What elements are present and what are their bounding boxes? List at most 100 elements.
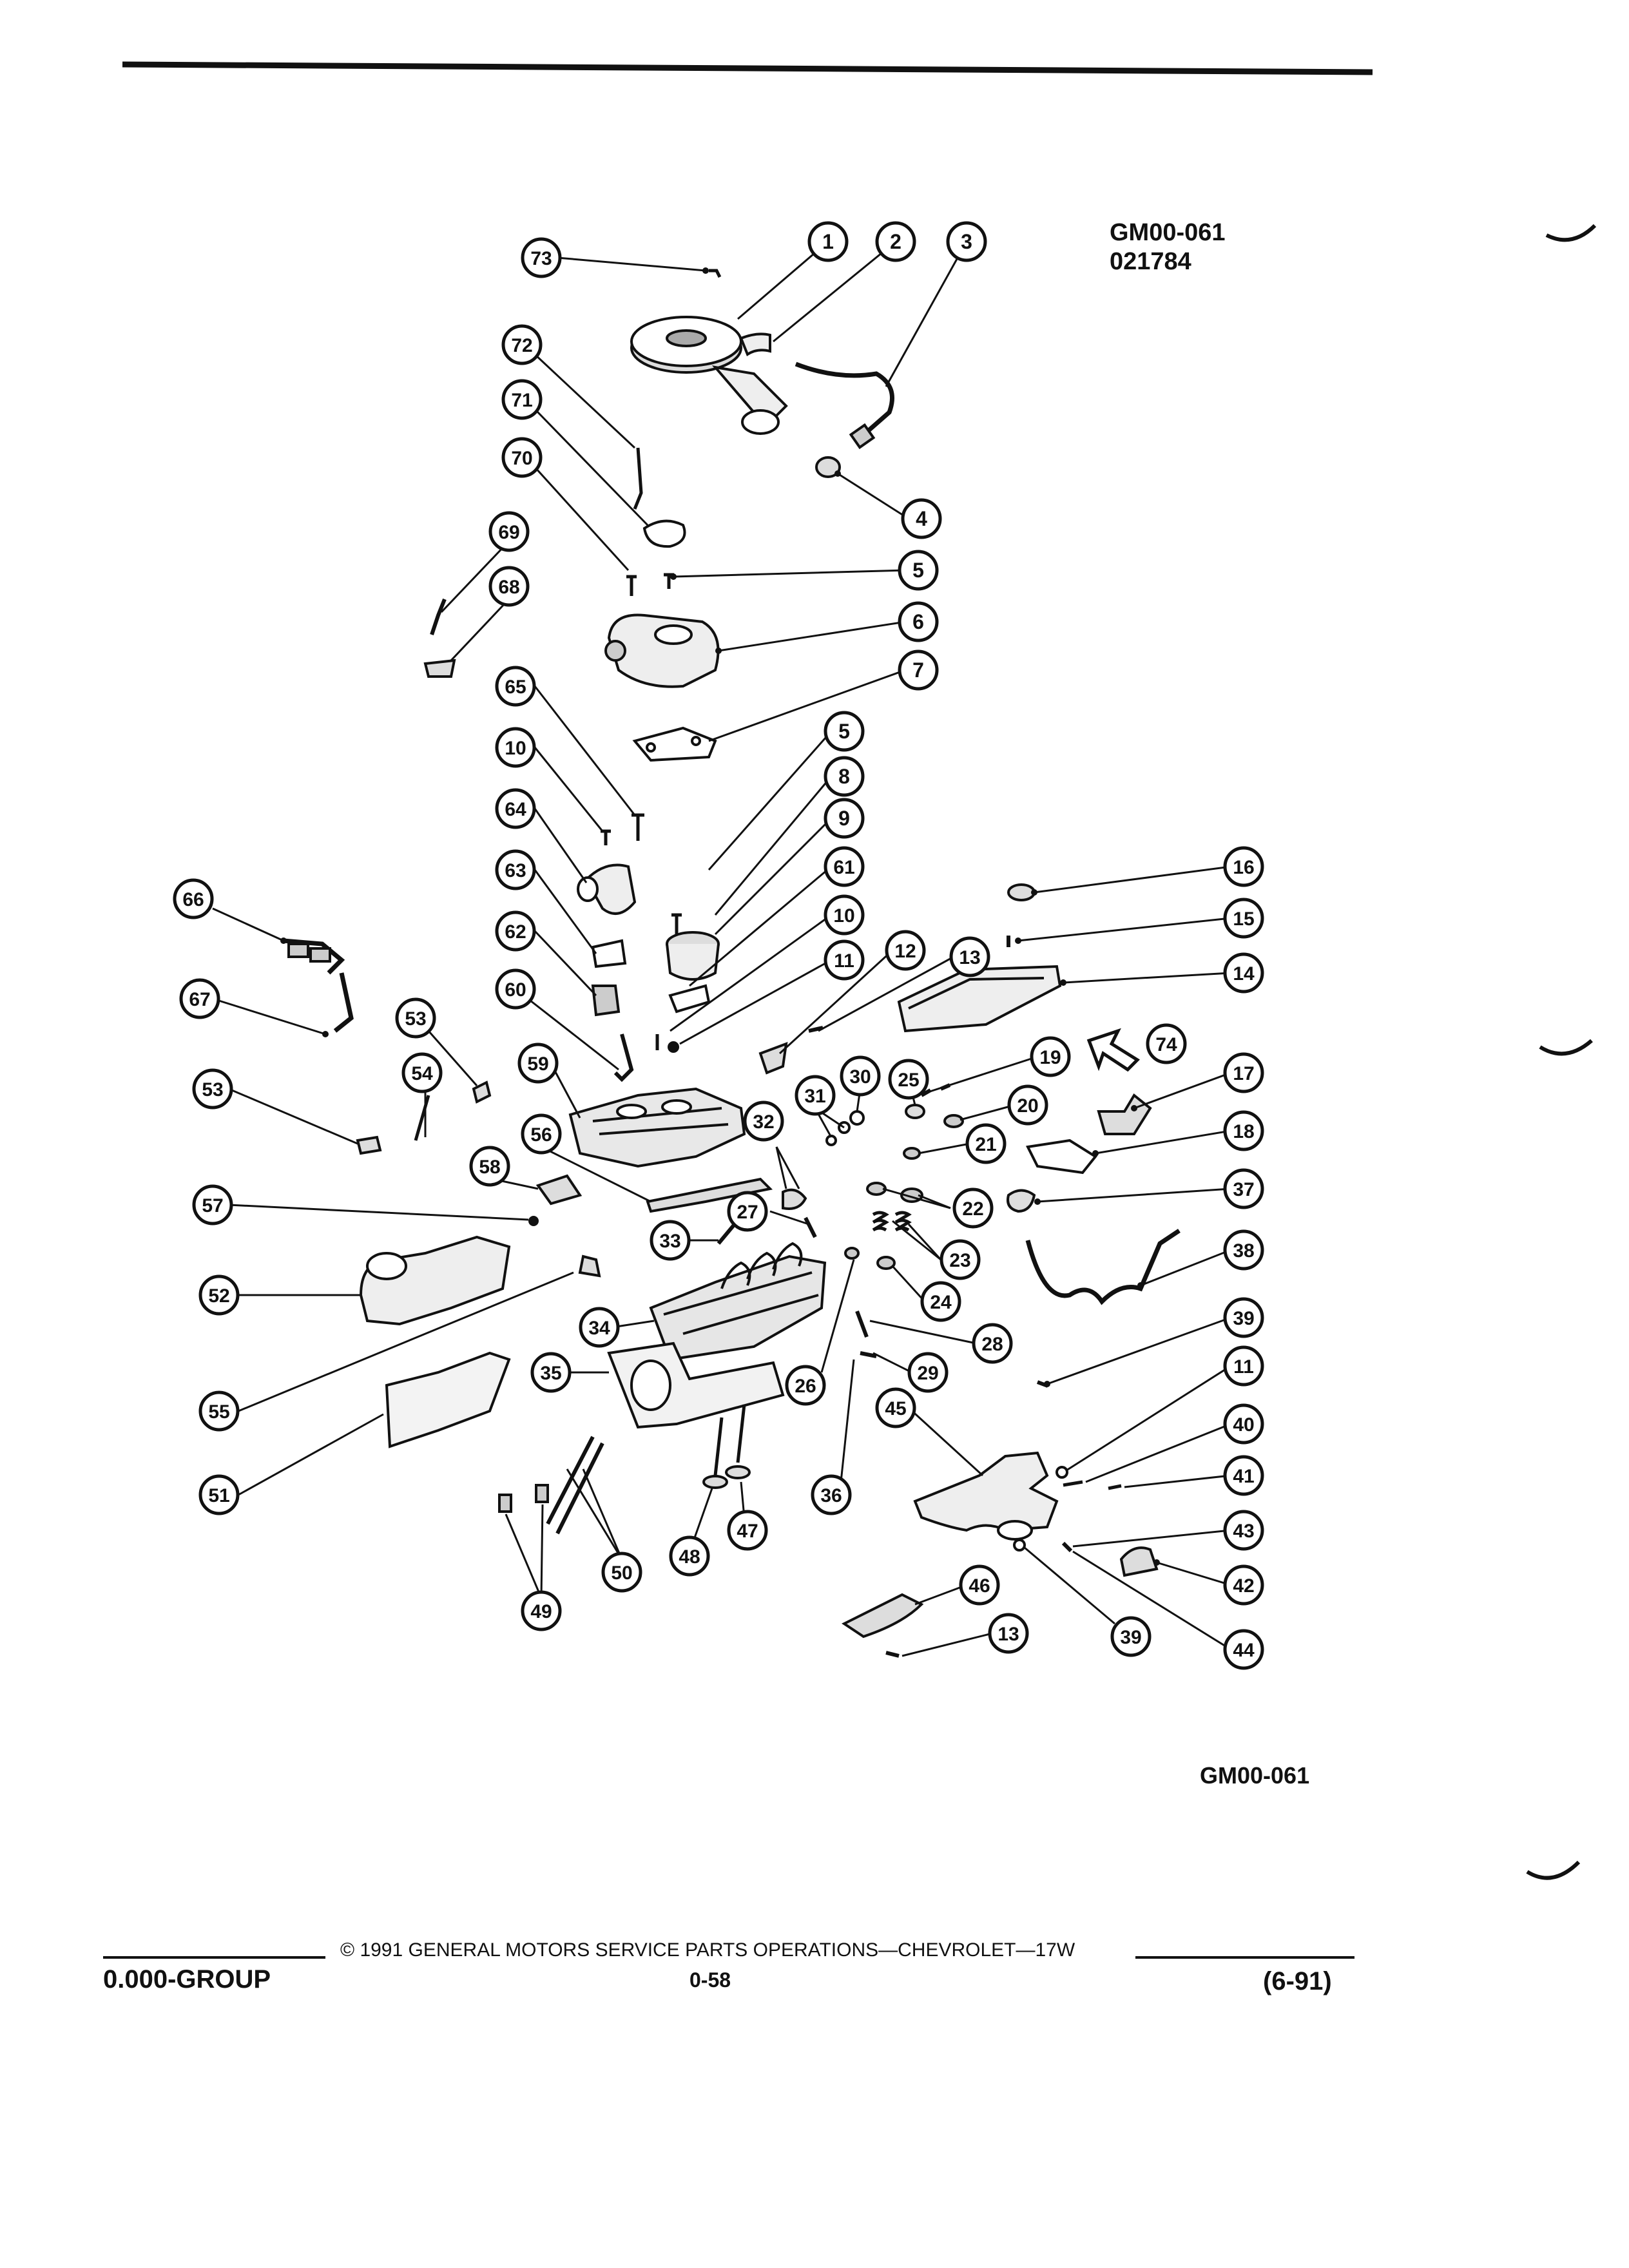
callout-number: 11	[834, 950, 854, 972]
callout-53: 53	[395, 997, 436, 1039]
callout-circle	[952, 1187, 994, 1229]
callout-63: 63	[495, 849, 536, 890]
callout-number: 60	[505, 979, 526, 1001]
callout-circle	[650, 1220, 691, 1261]
callout-number: 62	[505, 921, 526, 943]
callout-25: 25	[888, 1059, 929, 1100]
callout-circle	[824, 756, 865, 797]
callout-number: 38	[1233, 1240, 1254, 1262]
callout-number: 55	[208, 1401, 229, 1423]
callout-number: 5	[838, 720, 850, 743]
callout-72: 72	[501, 324, 543, 365]
callout-11: 11	[824, 939, 865, 981]
callout-circle	[198, 1274, 240, 1316]
callout-number: 18	[1233, 1121, 1254, 1142]
callout-circle	[198, 1474, 240, 1515]
callout-circle	[1030, 1036, 1071, 1077]
callout-circle	[875, 221, 916, 262]
callout-40: 40	[1223, 1403, 1264, 1445]
callout-51: 51	[198, 1474, 240, 1515]
callout-number: 70	[511, 448, 532, 469]
footer-rule-right	[1135, 1956, 1354, 1959]
callout-circle	[179, 978, 220, 1019]
callout-number: 67	[189, 989, 210, 1010]
callout-65: 65	[495, 666, 536, 707]
callout-circle	[965, 1123, 1007, 1164]
part-shapes	[283, 269, 1181, 1658]
callout-49: 49	[521, 1590, 562, 1631]
callout-number: 32	[753, 1111, 774, 1133]
callout-number: 36	[820, 1485, 842, 1506]
callout-number: 12	[894, 941, 916, 962]
callout-circle	[530, 1352, 572, 1393]
callout-69: 69	[488, 511, 530, 552]
callout-52: 52	[198, 1274, 240, 1316]
figure-code: GM00-061	[1200, 1762, 1310, 1789]
callout-circle	[495, 788, 536, 829]
callout-number: 6	[912, 610, 924, 633]
callout-53: 53	[192, 1068, 233, 1110]
callout-60: 60	[495, 968, 536, 1010]
callout-circle	[501, 379, 543, 420]
callout-number: 37	[1233, 1179, 1254, 1200]
callout-number: 59	[527, 1053, 548, 1075]
callout-number: 42	[1233, 1575, 1254, 1597]
callout-number: 4	[916, 507, 927, 530]
callout-36: 36	[811, 1474, 852, 1515]
copyright-line: © 1991 GENERAL MOTORS SERVICE PARTS OPER…	[340, 1939, 1075, 1961]
callout-circle	[824, 846, 865, 887]
callout-circle	[521, 1113, 562, 1155]
callout-number: 57	[202, 1195, 223, 1216]
callout-circle	[807, 221, 849, 262]
callout-circle	[1007, 1084, 1048, 1126]
page-number: 0-58	[689, 1968, 731, 1992]
date-code: 021784	[1110, 248, 1191, 275]
callout-number: 65	[505, 677, 526, 698]
margin-mark	[1526, 1860, 1581, 1880]
callout-33: 33	[650, 1220, 691, 1261]
callout-number: 7	[912, 658, 924, 682]
callout-circle	[495, 968, 536, 1010]
callout-64: 64	[495, 788, 536, 829]
callout-circle	[495, 727, 536, 768]
callout-number: 43	[1233, 1521, 1254, 1542]
callout-23: 23	[940, 1239, 981, 1280]
callout-circle	[940, 1239, 981, 1280]
callout-circle	[898, 550, 939, 591]
callout-9: 9	[824, 798, 865, 839]
callout-number: 10	[505, 738, 526, 759]
callout-number: 48	[679, 1546, 700, 1568]
callout-circle	[840, 1055, 881, 1097]
callout-27: 27	[727, 1191, 768, 1232]
callout-circle	[1223, 1297, 1264, 1338]
callout-2: 2	[875, 221, 916, 262]
callout-28: 28	[972, 1323, 1013, 1364]
callout-47: 47	[727, 1510, 768, 1551]
callout-circle	[501, 437, 543, 478]
callout-circle	[824, 894, 865, 936]
diagram-code: GM00-061	[1110, 219, 1226, 246]
callout-31: 31	[795, 1075, 836, 1116]
callout-74: 74	[1146, 1023, 1187, 1064]
callout-number: 64	[505, 799, 526, 820]
callout-37: 37	[1223, 1168, 1264, 1209]
callout-circle	[988, 1613, 1029, 1654]
callout-circle	[1223, 1564, 1264, 1606]
callout-number: 68	[498, 577, 519, 598]
callout-number: 5	[912, 559, 924, 582]
callout-3: 3	[946, 221, 987, 262]
top-rule	[122, 61, 1373, 75]
callout-circle	[946, 221, 987, 262]
callout-circle	[198, 1390, 240, 1432]
callout-number: 9	[838, 807, 850, 830]
callout-number: 21	[975, 1134, 996, 1155]
callout-number: 71	[511, 390, 532, 411]
callout-39: 39	[1110, 1616, 1152, 1657]
callout-number: 26	[795, 1376, 816, 1397]
callout-circle	[824, 711, 865, 752]
callout-number: 27	[737, 1202, 758, 1223]
callout-number: 50	[611, 1562, 632, 1584]
callout-45: 45	[875, 1387, 916, 1428]
callout-circle	[501, 324, 543, 365]
